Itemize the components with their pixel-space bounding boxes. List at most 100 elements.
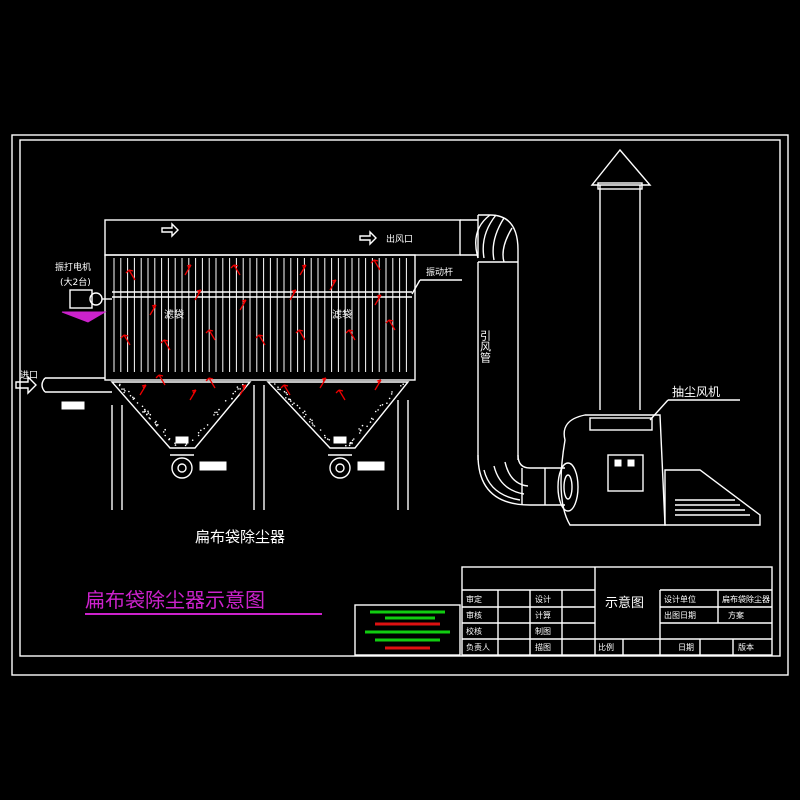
dust-particle: [391, 391, 393, 393]
label-inlet: 进口: [20, 370, 38, 381]
dust-particle: [157, 424, 159, 426]
dust-particle: [283, 390, 286, 393]
dust-particle: [124, 390, 126, 392]
tb-ratio: 比例: [598, 642, 614, 652]
dust-particle: [123, 391, 125, 394]
dust-particle: [174, 442, 176, 445]
rotary-valve-right: [329, 457, 351, 479]
dust-particle: [289, 398, 292, 401]
dust-particle: [147, 412, 150, 414]
dust-particle: [303, 410, 306, 413]
dust-particle: [234, 390, 237, 393]
flow-arrow-icon: [230, 264, 241, 276]
dust-particle: [311, 419, 313, 422]
dust-particle: [288, 398, 290, 401]
dust-particle: [324, 436, 327, 439]
dust-particle: [345, 444, 347, 447]
tb-right-top-b: 扁布袋除尘器: [722, 594, 770, 604]
dust-particle: [128, 390, 130, 393]
dust-particle: [237, 388, 239, 390]
flow-arrow-icon: [184, 264, 192, 276]
dust-particle: [313, 425, 316, 427]
dust-particle: [390, 393, 393, 395]
dust-particle: [133, 397, 136, 400]
title-block: 示意图 审定 设计 审核 计算 校核 制图 负责人 描图 设计单位 扁布袋除尘器…: [461, 566, 773, 656]
flow-arrow-icon: [299, 264, 307, 276]
dust-particle: [155, 424, 158, 427]
tb-row3-a: 校核: [466, 626, 482, 636]
dust-particle: [185, 443, 188, 445]
logo-legend: [354, 604, 461, 656]
dust-particle: [146, 413, 148, 416]
dust-particle: [147, 410, 149, 413]
label-fan: 抽尘风机: [672, 385, 720, 399]
dust-particle: [277, 388, 279, 391]
dust-particle: [311, 422, 314, 424]
dust-particle: [236, 386, 239, 388]
flow-arrow-icon: [139, 384, 147, 396]
label-motor-spec: (大2台): [60, 276, 91, 288]
flow-arrow-icon: [255, 334, 266, 346]
fan-motor-mount: [607, 454, 644, 492]
support-legs: [111, 385, 409, 510]
flow-arrow-icon: [205, 329, 216, 341]
tb-row1-a: 审定: [466, 594, 482, 604]
flow-arrow-icon: [295, 329, 306, 341]
dust-particle: [370, 417, 373, 420]
flow-arrow-icon: [125, 269, 136, 281]
dust-particle: [148, 417, 150, 419]
tb-version: 版本: [738, 642, 754, 652]
dust-particle: [349, 442, 351, 445]
drawing-frame: [11, 134, 789, 676]
dust-particle: [351, 439, 354, 442]
dust-particle: [142, 411, 144, 413]
dust-particle: [132, 396, 134, 399]
dust-particle: [305, 413, 307, 416]
dust-particle: [197, 434, 200, 437]
dust-particle: [400, 385, 402, 387]
tb-row2-a: 审核: [466, 610, 482, 620]
dust-particle: [162, 431, 165, 433]
label-cleaning-mechanism: 振动杆: [426, 266, 453, 278]
tb-date: 日期: [678, 643, 694, 652]
flow-arrow-icon: [345, 329, 356, 341]
title-block-center-title: 示意图: [605, 595, 644, 611]
dust-particle: [366, 425, 368, 428]
dust-particle: [232, 392, 234, 395]
dust-particle: [285, 397, 287, 399]
label-duct: 引风管: [479, 329, 492, 364]
dust-particle: [386, 402, 388, 405]
flow-arrow-icon: [385, 319, 396, 331]
filter-bags: [113, 258, 407, 372]
flow-arrow-icon: [194, 289, 202, 301]
dust-particle: [285, 392, 288, 394]
dust-particle: [274, 383, 276, 385]
inlet-duct: [45, 377, 112, 393]
dust-particle: [123, 388, 125, 390]
dust-particle: [328, 439, 331, 441]
dust-particle: [298, 407, 301, 409]
dust-particle: [277, 386, 279, 389]
shaker-motor: [69, 289, 93, 309]
dust-particle: [149, 413, 152, 416]
drawing-inner-frame: [19, 139, 781, 657]
dust-particle: [358, 432, 361, 434]
dust-particle: [377, 409, 379, 411]
dust-particle: [296, 404, 299, 407]
dust-particle: [348, 444, 351, 447]
dust-particle: [358, 428, 360, 430]
flow-arrow-icon: [205, 377, 216, 389]
dust-particle: [217, 413, 219, 416]
outlet-arrow-icon: [359, 230, 377, 246]
label-bag-left: 滤袋: [164, 308, 184, 321]
tb-right-top-a: 设计单位: [664, 594, 696, 604]
dust-particle: [323, 434, 326, 437]
duct-elbow: [477, 454, 565, 506]
flow-arrow-icon: [239, 299, 247, 311]
tb-row2-b: 计算: [535, 610, 551, 620]
flow-arrow-icon: [155, 374, 166, 386]
dust-particle: [231, 397, 233, 400]
hopper-left: [110, 381, 252, 449]
label-motor: 振打电机: [55, 261, 91, 273]
